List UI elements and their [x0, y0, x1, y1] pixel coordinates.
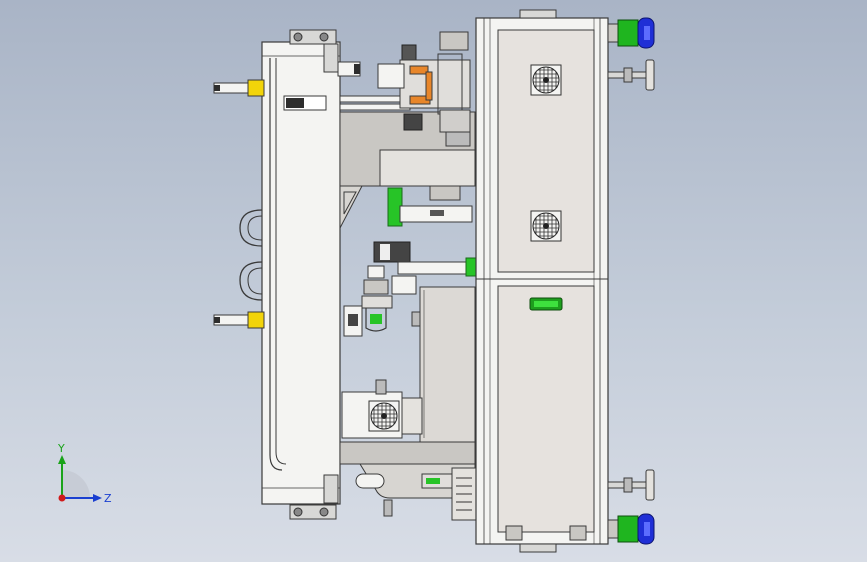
bottom-beam [339, 441, 477, 521]
caster-icon [607, 17, 655, 49]
axis-triad-icon [58, 455, 102, 502]
middle-mechanism [343, 187, 477, 337]
handle-icon [529, 297, 563, 311]
fan-icon [530, 210, 562, 242]
leveling-foot-bottom [607, 469, 655, 501]
fan-icon [530, 64, 562, 96]
fan-icon [368, 400, 400, 432]
axis-y-label: Y [57, 442, 65, 455]
lower-module [341, 286, 476, 443]
left-cylinder-top [213, 79, 265, 97]
left-frame [239, 29, 341, 520]
leveling-foot-top [607, 59, 655, 91]
axis-z-label: Z [104, 492, 112, 505]
left-cylinder-bottom [213, 311, 265, 329]
upper-mechanism [337, 31, 476, 229]
caster-icon [607, 513, 655, 545]
